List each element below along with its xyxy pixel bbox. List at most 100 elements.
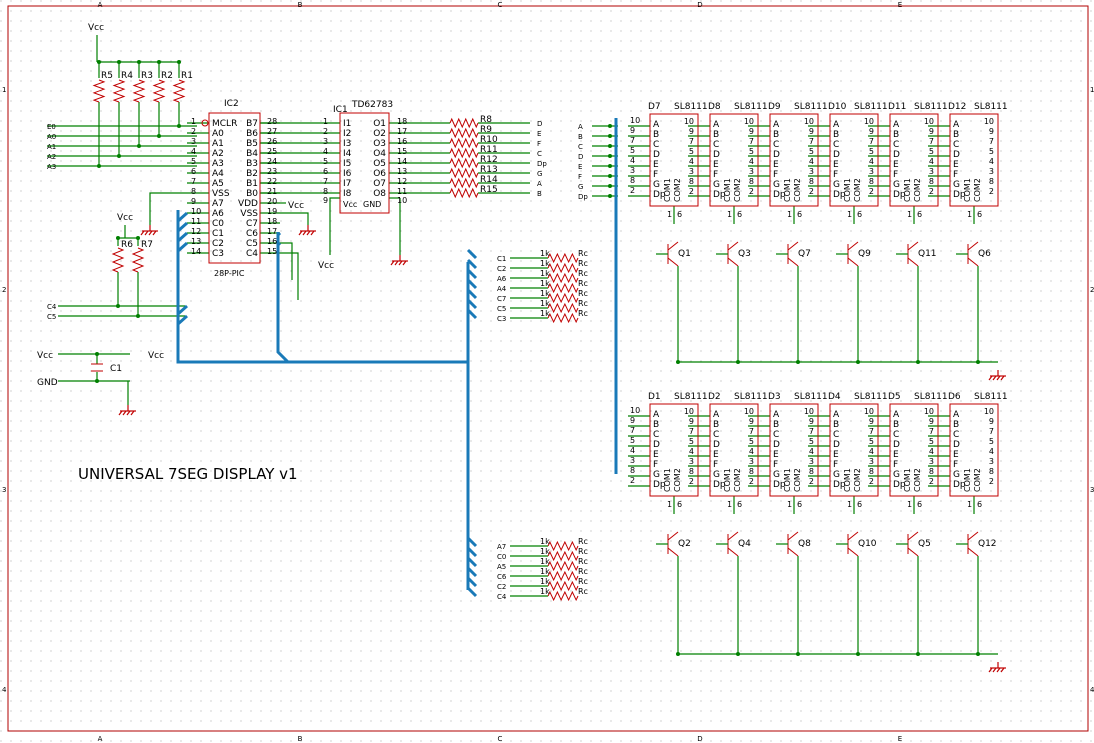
display-seg-label: B — [713, 420, 719, 430]
transistor-emitter — [967, 547, 979, 557]
ground-symbol — [988, 667, 993, 673]
display-seg-label: Dp — [833, 190, 846, 200]
pic-pin-name: C3 — [212, 249, 224, 259]
display-seg-label: A — [713, 120, 720, 130]
driver-pin-num: 18 — [397, 117, 407, 126]
display-pin-num: 6 — [917, 210, 922, 219]
input-label: A2 — [47, 153, 56, 161]
driver-pin-num: 13 — [397, 167, 407, 176]
pullup-resistor — [131, 247, 145, 273]
base-res-value: 1k — [540, 249, 550, 258]
display-com: COM1 — [723, 178, 732, 202]
bus-entry — [466, 586, 478, 598]
driver-pin-num: 15 — [397, 147, 407, 156]
display-pin-num: 6 — [857, 210, 862, 219]
junction-dot — [676, 652, 680, 656]
input-label: E0 — [47, 123, 56, 131]
display-pin-num: 5 — [689, 437, 694, 446]
display-seg-label: B — [773, 130, 779, 140]
display-pin-num: 2 — [749, 187, 754, 196]
bus-pin-num: 9 — [630, 416, 635, 425]
pic-pin-num: 18 — [267, 217, 277, 226]
junction-dot — [608, 194, 612, 198]
driver-pin-num: 1 — [323, 117, 328, 126]
junction-dot — [177, 60, 181, 64]
bus — [276, 232, 290, 364]
bus-pin-num: 2 — [630, 476, 635, 485]
pic-pin-name: C4 — [246, 249, 258, 259]
ground-symbol — [402, 260, 407, 266]
display-com: COM1 — [663, 468, 672, 492]
display-seg-label: B — [893, 420, 899, 430]
segment-input-label: D — [578, 153, 583, 161]
display-seg-label: B — [773, 420, 779, 430]
display-seg-label: E — [653, 160, 659, 170]
junction-dot — [136, 236, 140, 240]
pic-pin-num: 12 — [191, 227, 201, 236]
display-pin-num: 1 — [787, 210, 792, 219]
base-res-label: Rc — [578, 547, 588, 556]
display-seg-label: Dp — [653, 480, 666, 490]
pic-body — [208, 112, 261, 264]
base-res-label: Rc — [578, 299, 588, 308]
driver-pin-num: 12 — [397, 177, 407, 186]
base-res-value: 1k — [540, 557, 550, 566]
transistor-collector — [847, 531, 859, 541]
display-pin-num: 10 — [684, 407, 694, 416]
base-signal-label: C2 — [497, 265, 506, 273]
display-seg-label: C — [953, 430, 959, 440]
bus-entry — [177, 231, 188, 243]
display-seg-label: G — [653, 470, 660, 480]
display-seg-label: D — [773, 440, 780, 450]
transistor-ref: Q12 — [978, 539, 997, 549]
transistor-emitter — [667, 257, 679, 267]
display-pin-num: 9 — [929, 127, 934, 136]
wire — [280, 242, 293, 280]
pic-pin-name: B6 — [246, 129, 258, 139]
base-resistor — [547, 252, 579, 264]
segment-input-label: F — [578, 173, 582, 181]
input-label: A3 — [47, 163, 56, 171]
driver-pin-name: O8 — [373, 189, 386, 199]
display-pin-num: 2 — [929, 477, 934, 486]
transistor-collector — [847, 241, 859, 251]
pic-pin-num: 8 — [191, 187, 196, 196]
bus-entry — [466, 536, 478, 548]
display-pin-num: 9 — [689, 417, 694, 426]
display-seg-label: G — [773, 180, 780, 190]
display-pin-num: 1 — [847, 210, 852, 219]
ground-symbol — [1000, 375, 1005, 381]
display-pin-num: 6 — [797, 500, 802, 509]
base-res-label: Rc — [578, 587, 588, 596]
display-pin-num: 9 — [809, 417, 814, 426]
display-seg-label: F — [653, 460, 658, 470]
bus — [176, 210, 468, 364]
pic-pin-num: 1 — [191, 117, 196, 126]
driver-pin-name: I7 — [343, 179, 351, 189]
display-pin-num: 7 — [869, 137, 874, 146]
junction-dot — [116, 236, 120, 240]
display-pin-num: 10 — [684, 117, 694, 126]
display-part: SL8111 — [674, 392, 708, 402]
display-seg-label: A — [893, 120, 900, 130]
driver-pin-num: 8 — [323, 187, 328, 196]
junction-dot — [157, 60, 161, 64]
display-com: COM2 — [673, 468, 682, 492]
display-seg-label: G — [773, 470, 780, 480]
segment-input-label: B — [578, 133, 583, 141]
display-pin-num: 2 — [869, 187, 874, 196]
base-resistor — [547, 272, 579, 284]
driver-pin-name: I5 — [343, 159, 351, 169]
segment-resistor — [449, 157, 479, 169]
base-res-value: 1k — [540, 537, 550, 546]
display-com: COM2 — [913, 468, 922, 492]
display-pin-num: 5 — [869, 437, 874, 446]
segment-output-label: C — [537, 150, 542, 158]
segment-input-label: E — [578, 163, 582, 171]
display-pin-num: 8 — [869, 177, 874, 186]
segment-resistor — [449, 187, 479, 199]
display-seg-label: Dp — [893, 190, 906, 200]
